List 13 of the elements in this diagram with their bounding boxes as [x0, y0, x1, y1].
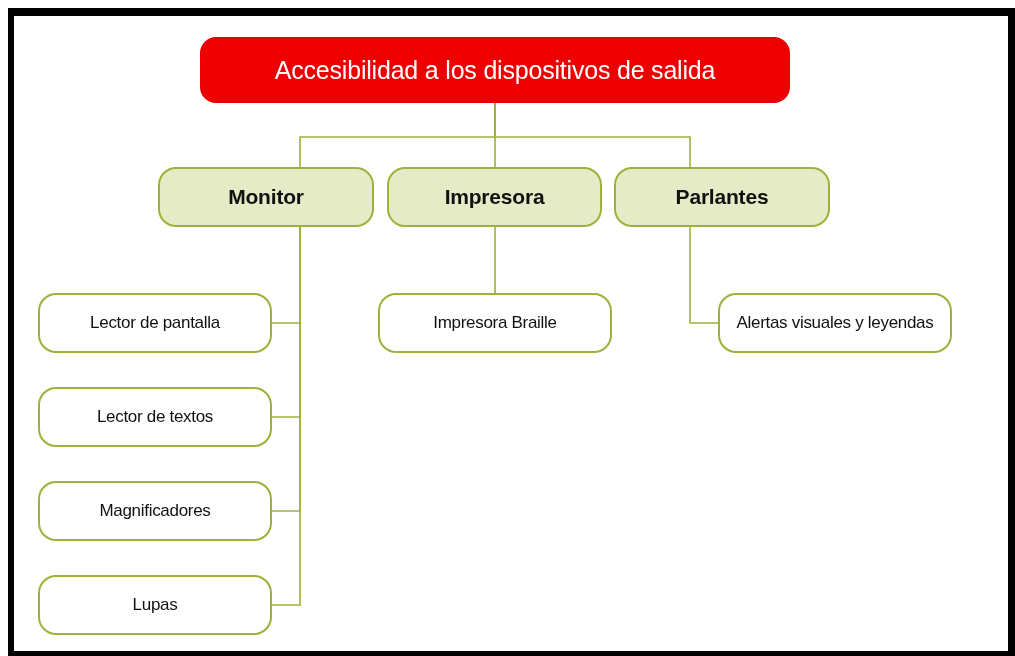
category-box: Monitor: [158, 167, 374, 227]
item-box: Magnificadores: [38, 481, 272, 541]
item-box: Impresora Braille: [378, 293, 612, 353]
item-box: Alertas visuales y leyendas: [718, 293, 952, 353]
item-box: Lector de textos: [38, 387, 272, 447]
item-box: Lector de pantalla: [38, 293, 272, 353]
title-box: Accesibilidad a los dispositivos de salida: [200, 37, 790, 103]
connector-line: [494, 226, 496, 294]
connector-line: [494, 102, 691, 168]
connector-line: [689, 226, 719, 324]
category-box: Parlantes: [614, 167, 830, 227]
item-box: Lupas: [38, 575, 272, 635]
category-box: Impresora: [387, 167, 602, 227]
